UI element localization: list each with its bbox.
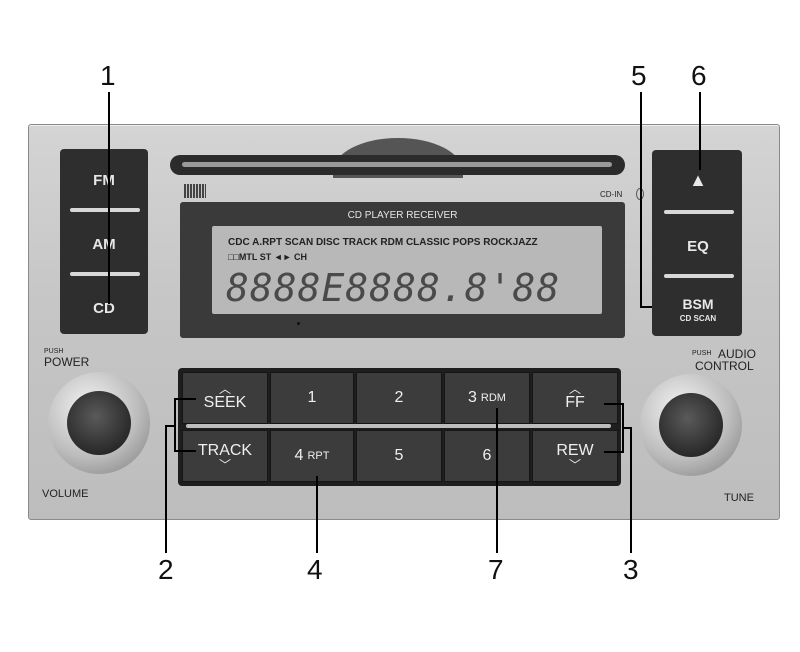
callout-7: 7 [488, 554, 504, 585]
preset-1-button[interactable]: 1 [270, 372, 354, 424]
leader-line-3-bottom [604, 451, 624, 453]
rpt-label: RPT [307, 450, 330, 462]
push-label-right: PUSH [692, 350, 712, 357]
leader-line-1 [108, 92, 110, 304]
cd-slot-opening [182, 162, 612, 167]
leader-line-5-stub [640, 306, 652, 308]
push-label-left: PUSH [44, 348, 64, 355]
control-label: CONTROL [695, 359, 754, 373]
compact-disc-logo-icon [184, 184, 206, 198]
volume-label: VOLUME [42, 488, 89, 500]
leader-line-3-top [604, 403, 624, 405]
eq-button[interactable]: EQ [656, 234, 740, 258]
seek-up-button[interactable]: ︿ SEEK [182, 372, 268, 424]
am-button[interactable]: AM [62, 232, 146, 256]
cd-button[interactable]: CD [62, 296, 146, 320]
eq-divider [664, 274, 734, 278]
lcd-status-row: □□MTL ST ◄► CH [228, 252, 308, 262]
callout-5: 5 [631, 60, 647, 91]
lcd-segment-digits: 8888E8888.8'88 [226, 266, 561, 310]
fm-divider [70, 208, 140, 212]
seek-button-label: SEEK [203, 394, 247, 411]
preset-5-button[interactable]: 5 [356, 430, 442, 482]
callout-3: 3 [623, 554, 639, 585]
rew-button[interactable]: REW ﹀ [532, 430, 618, 482]
display-header: CD PLAYER RECEIVER [347, 210, 458, 221]
lcd-screen [212, 226, 602, 314]
volume-knob-center[interactable] [67, 391, 131, 455]
tune-label: TUNE [724, 492, 754, 504]
eject-button[interactable]: ▲ [656, 168, 740, 192]
display-sensor-dot [297, 322, 300, 325]
band-button-block [60, 149, 148, 334]
preset-2-button[interactable]: 2 [356, 372, 442, 424]
fm-button[interactable]: FM [62, 168, 146, 192]
audio-label: AUDIO [718, 347, 757, 361]
chevron-down-icon: ﹀ [568, 458, 581, 472]
chevron-down-icon: ﹀ [218, 458, 231, 472]
chevron-up-icon: ︿ [218, 382, 231, 396]
callout-4: 4 [307, 554, 323, 585]
leader-line-4 [316, 476, 318, 553]
preset-3-number: 3 [468, 389, 477, 406]
leader-line-7 [496, 408, 498, 553]
preset-6-button[interactable]: 6 [444, 430, 530, 482]
eject-divider [664, 210, 734, 214]
tune-knob-center[interactable] [659, 393, 723, 457]
preset-4-rpt-button[interactable]: 4 RPT [270, 430, 354, 482]
leader-line-5 [640, 92, 642, 308]
rew-button-label: REW [556, 442, 594, 459]
right-button-block [652, 150, 742, 336]
callout-6: 6 [691, 60, 707, 91]
track-button-label: TRACK [197, 442, 253, 459]
cd-in-label: CD-IN [600, 190, 623, 199]
am-divider [70, 272, 140, 276]
track-down-button[interactable]: TRACK ﹀ [182, 430, 268, 482]
leader-line-2 [165, 425, 167, 553]
cd-scan-label: CD SCAN [679, 314, 717, 323]
leader-line-2-bracket [174, 398, 176, 452]
preset-3-rdm-button[interactable]: 3 RDM [444, 372, 530, 424]
leader-line-6 [699, 92, 701, 170]
ff-button[interactable]: ︿ FF [532, 372, 618, 424]
callout-2: 2 [158, 554, 174, 585]
callout-1: 1 [100, 60, 116, 91]
preset-4-number: 4 [294, 447, 304, 464]
leader-line-2-top [174, 398, 196, 400]
leader-line-3-stub [622, 427, 632, 429]
chevron-up-icon: ︿ [568, 382, 581, 396]
leader-line-3 [630, 427, 632, 553]
leader-line-2-stub [165, 425, 175, 427]
ff-button-label: FF [565, 394, 585, 411]
power-label: POWER [44, 355, 90, 369]
rdm-label: RDM [480, 392, 506, 404]
lcd-indicator-row: CDC A.RPT SCAN DISC TRACK RDM CLASSIC PO… [228, 237, 538, 248]
leader-line-2-bottom [174, 450, 196, 452]
bsm-button[interactable]: BSM [656, 294, 740, 314]
keypad-divider [186, 424, 611, 428]
